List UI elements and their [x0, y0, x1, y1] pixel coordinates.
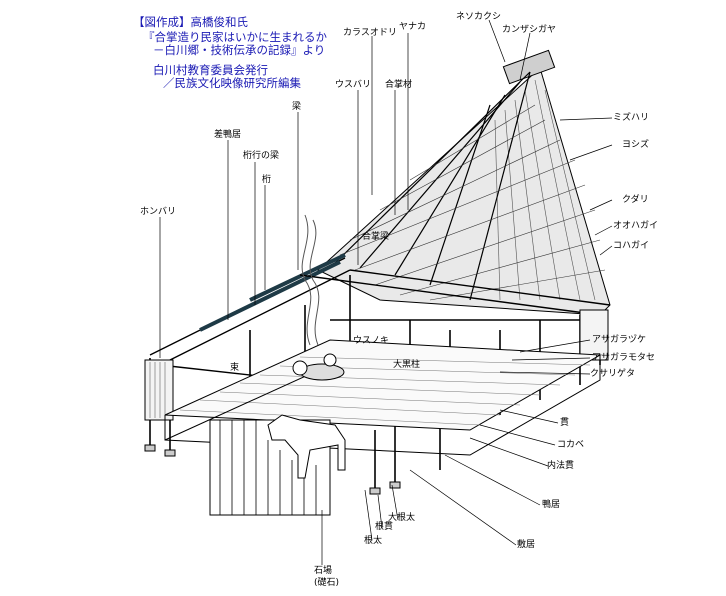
label-nuki: 貫 — [560, 418, 570, 428]
label-gasshouzai: 合掌材 — [385, 80, 413, 90]
label-usubari: ウスバリ — [335, 80, 372, 90]
label-nebuto: 根太 — [364, 536, 383, 546]
label-yoshizu: ヨシズ — [622, 140, 650, 150]
label-uchinorinuki: 内法貫 — [547, 461, 575, 471]
floor-deck — [164, 339, 602, 431]
label-kamoi: 鴨居 — [542, 500, 561, 510]
smoke — [301, 214, 312, 346]
horse-figure — [267, 414, 346, 479]
label-mizuhari: ミズハリ — [613, 113, 650, 123]
label-shikii: 敷居 — [517, 540, 536, 550]
label-tsuka: 束 — [230, 363, 240, 373]
end-wall-right — [579, 309, 609, 361]
label-kusarigeta: クサリゲタ — [590, 369, 636, 379]
label-daikokubashira: 大黒柱 — [393, 360, 421, 370]
label-nenuki: 根貫 — [375, 522, 394, 532]
label-ishiba: 石場 — [314, 566, 333, 576]
label-gasshoubari: 合掌梁 — [362, 232, 390, 242]
credit-author: 【図作成】高橋俊和氏 — [133, 15, 248, 29]
ridge-cap — [502, 49, 556, 85]
label-ishiba-sub: (礎石) — [314, 578, 340, 588]
label-karasuodori: カラスオドリ — [343, 28, 397, 38]
end-wall-left — [144, 359, 174, 421]
label-kanzashigaya: カンザシガヤ — [502, 25, 557, 35]
person-1 — [292, 360, 308, 376]
label-asagarazuke: アサガラヅケ — [592, 335, 647, 345]
credit-publisher: 白川村教育委員会発行 — [153, 63, 268, 77]
label-hari: 梁 — [292, 102, 302, 112]
credit-book-title: 『合掌造り民家はいかに生まれるか — [143, 30, 327, 44]
label-sashikamoi: 差鴨居 — [214, 130, 242, 140]
label-honbari: ホンバリ — [140, 207, 177, 217]
label-oohagai: オオハガイ — [613, 221, 659, 231]
person-2 — [323, 353, 337, 367]
label-usunoki: ウスノキ — [353, 336, 390, 346]
label-yanaka: ヤナカ — [399, 22, 427, 32]
label-ketanohari: 桁行の梁 — [243, 151, 280, 161]
label-nesokakushi: ネソカクシ — [456, 12, 502, 22]
label-keta: 桁 — [262, 175, 272, 185]
label-asagaramotase: アサガラモタセ — [592, 353, 656, 363]
label-kokabe: コカベ — [557, 440, 585, 450]
credit-editor: ／民族文化映像研究所編集 — [163, 76, 301, 90]
label-kudari: クダリ — [622, 195, 649, 205]
credit-book-subtitle: －白川郷・技術伝承の記録』より — [153, 43, 326, 57]
label-kohagai: コハガイ — [613, 241, 650, 251]
label-oonebuto: 大根太 — [388, 513, 416, 523]
thatch-roof — [317, 67, 611, 316]
